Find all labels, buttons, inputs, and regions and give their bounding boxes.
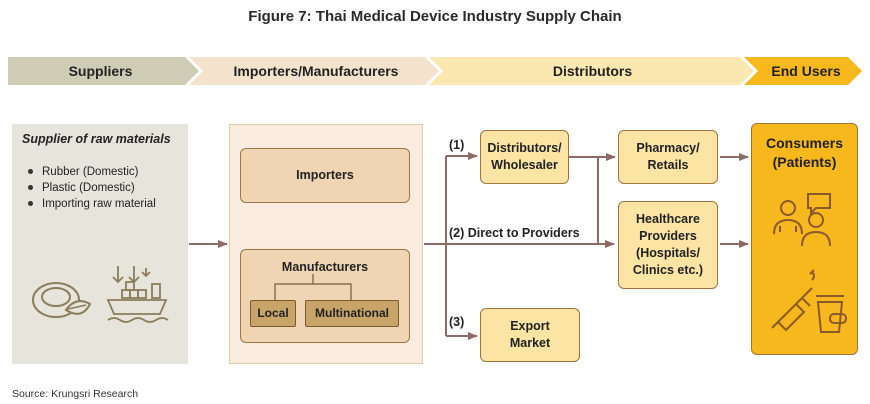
manufacturers-label: Manufacturers (281, 260, 369, 274)
rubber-ring-icon (32, 282, 92, 318)
patients-icon (773, 193, 831, 247)
chevron-suppliers (8, 57, 199, 85)
stage-label-distributors: Distributors (552, 63, 633, 79)
channel-3-label: (3) (449, 315, 465, 329)
pharmacy-retails-box: Pharmacy/Retails (618, 130, 718, 184)
source-note: Source: Krungsri Research (12, 388, 139, 400)
supplier-list-item: Importing raw material (28, 196, 156, 212)
chevron-distributors (429, 57, 754, 85)
suppliers-panel (12, 124, 188, 364)
stage-label-end-users: End Users (771, 63, 841, 79)
chevron-end-users (744, 57, 862, 85)
local-box: Local (250, 300, 296, 327)
importers-box: Importers (240, 148, 410, 203)
channel-2-label: (2) Direct to Providers (449, 226, 580, 240)
syringe-medicine-icon (771, 269, 847, 333)
stage-chevrons (8, 57, 862, 85)
stage-label-importers-manufacturers: Importers/Manufacturers (233, 63, 399, 79)
suppliers-heading: Supplier of raw materials (22, 132, 171, 146)
channel-1-label: (1) (449, 138, 465, 152)
manufacturers-branch-lines (274, 274, 352, 300)
supplier-list-item: Plastic (Domestic) (28, 180, 156, 196)
manufacturers-box: Manufacturers (240, 249, 410, 343)
supplier-list: Rubber (Domestic) Plastic (Domestic) Imp… (28, 164, 156, 212)
stage-label-suppliers: Suppliers (68, 63, 133, 79)
distributors-wholesaler-box: Distributors/Wholesaler (480, 130, 569, 184)
multinational-box: Multinational (305, 300, 399, 327)
cargo-ship-icon (106, 266, 169, 323)
figure-title: Figure 7: Thai Medical Device Industry S… (248, 8, 622, 25)
chevron-importers-manufacturers (189, 57, 439, 85)
supplier-list-item: Rubber (Domestic) (28, 164, 156, 180)
